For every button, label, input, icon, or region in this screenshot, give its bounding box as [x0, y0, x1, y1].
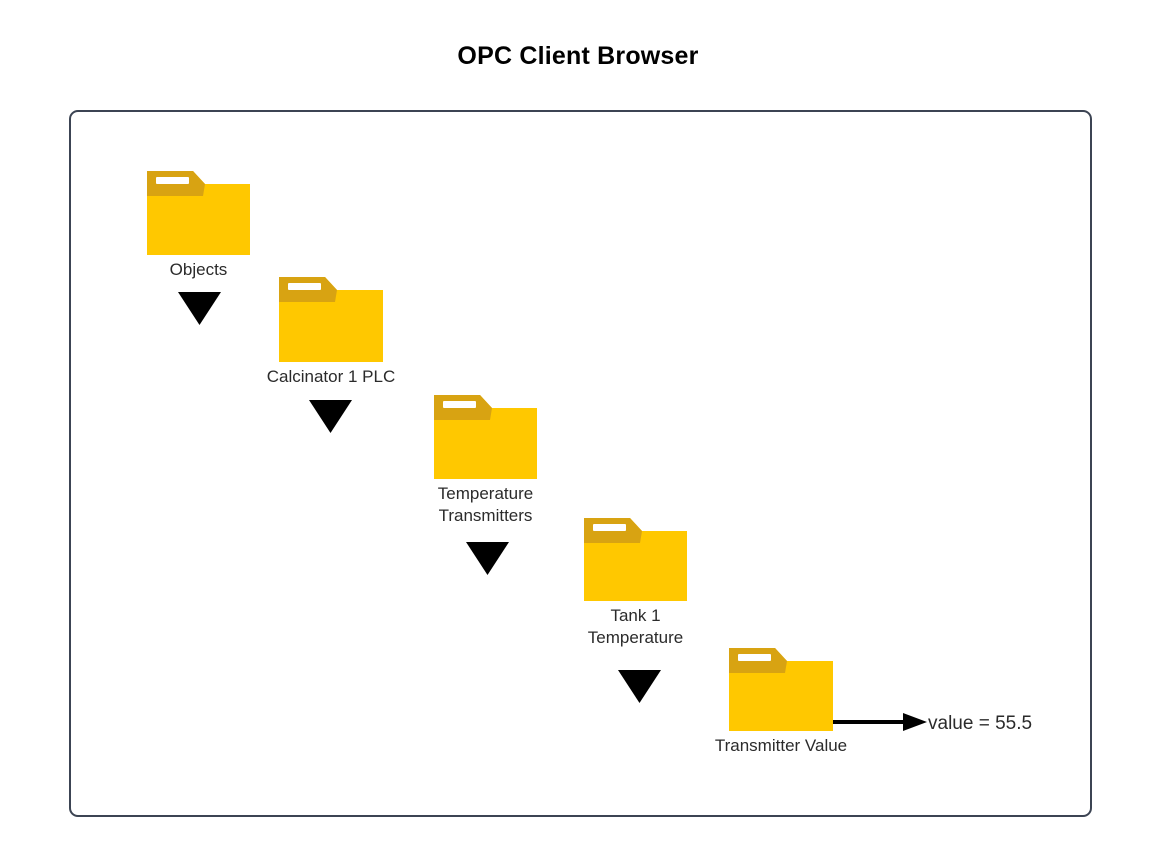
tree-node-label: Temperature Transmitters [437, 484, 534, 525]
value-readout-label: value = 55.5 [928, 713, 1033, 734]
folder-icon[interactable] [279, 274, 421, 362]
tree-node-transmitter-value[interactable]: Transmitter Value [691, 645, 871, 757]
arrow-right-icon [833, 707, 929, 737]
folder-icon[interactable] [729, 645, 871, 731]
page-title: OPC Client Browser [457, 42, 699, 70]
tree-node-label: Objects [169, 260, 228, 279]
folder-icon[interactable] [147, 168, 250, 255]
triangle-down-icon [178, 292, 221, 325]
triangle-down-icon [466, 542, 509, 575]
folder-icon[interactable] [434, 392, 566, 479]
tree-node-label: Calcinator 1 PLC [266, 367, 396, 386]
folder-icon[interactable] [584, 515, 716, 601]
triangle-down-icon [309, 400, 352, 433]
tree-node-calcinator-1-plc[interactable]: Calcinator 1 PLC [241, 274, 421, 388]
tree-node-label: Tank 1 Temperature [587, 606, 684, 647]
tree-node-label: Transmitter Value [714, 736, 848, 755]
tree-node-objects[interactable]: Objects [147, 168, 250, 281]
tree-node-temperature-transmitters[interactable]: Temperature Transmitters [406, 392, 566, 527]
tree-node-tank-1-temperature[interactable]: Tank 1 Temperature [556, 515, 716, 649]
triangle-down-icon [618, 670, 661, 703]
